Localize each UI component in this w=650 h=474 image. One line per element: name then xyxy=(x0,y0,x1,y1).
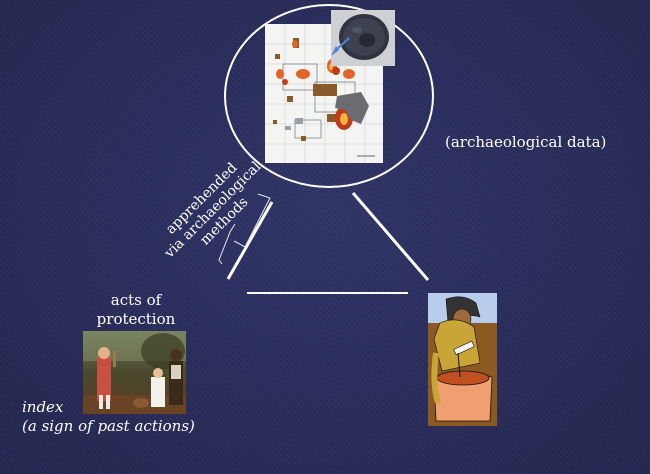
method-bracket xyxy=(233,193,271,248)
index-definition: (a sign of past actions) xyxy=(22,417,195,435)
coin-artifact xyxy=(331,10,395,66)
archaeological-data-label: (archaeological data) xyxy=(445,133,607,151)
method-bracket-lower xyxy=(218,223,236,265)
index-term: index xyxy=(22,398,64,416)
triangle-left-edge xyxy=(226,201,274,280)
data-circle xyxy=(224,4,434,188)
index-label-block: index (a sign of past actions) xyxy=(22,398,195,436)
triangle-right-edge xyxy=(351,192,430,281)
acts-of-protection-label: acts of protection xyxy=(96,291,176,328)
potter-illustration xyxy=(428,293,497,426)
portrait-painting xyxy=(83,331,186,414)
